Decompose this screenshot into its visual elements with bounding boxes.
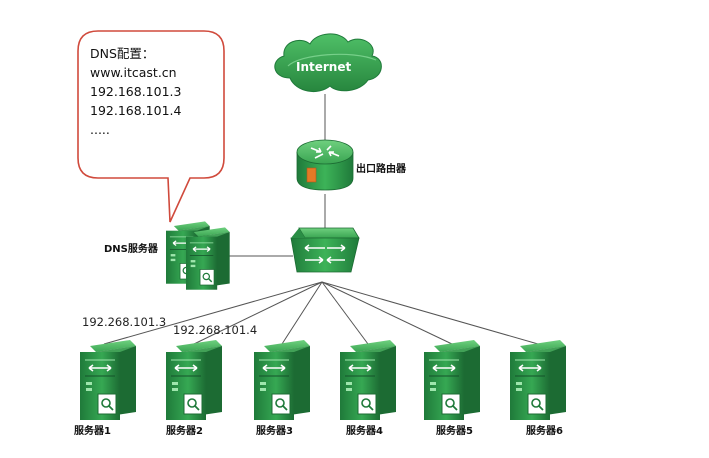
callout-line: 192.168.101.4 xyxy=(90,103,182,118)
callout-line: DNS配置： xyxy=(90,46,155,61)
server2-ip-label: 192.268.101.4 xyxy=(173,323,258,337)
server-label: 服务器2 xyxy=(166,426,203,437)
switch-icon xyxy=(290,227,360,273)
internet-label: Internet xyxy=(296,60,351,74)
link-switch-server4 xyxy=(321,281,369,345)
dns-server-label: DNS服务器 xyxy=(104,244,158,255)
router-label: 出口路由器 xyxy=(356,164,406,175)
network-links xyxy=(103,94,539,345)
link-switch-server3 xyxy=(281,281,323,345)
callout-line: ..... xyxy=(90,122,110,137)
server-icon xyxy=(509,339,567,421)
dns-config-callout xyxy=(77,30,225,223)
server-label: 服务器4 xyxy=(346,426,383,437)
link-switch-server2 xyxy=(193,281,323,345)
server-label: 服务器5 xyxy=(436,426,473,437)
router-icon xyxy=(296,139,354,191)
dns-server-icon xyxy=(165,220,231,291)
link-switch-server6 xyxy=(321,281,539,345)
server-icon xyxy=(165,339,223,421)
server1-ip-label: 192.268.101.3 xyxy=(82,315,167,329)
link-switch-server1 xyxy=(103,281,323,345)
server-icon xyxy=(339,339,397,421)
server-label: 服务器1 xyxy=(74,426,111,437)
callout-line: www.itcast.cn xyxy=(90,65,177,80)
server-label: 服务器3 xyxy=(256,426,293,437)
server-label: 服务器6 xyxy=(526,426,563,437)
callout-line: 192.168.101.3 xyxy=(90,84,182,99)
server-icon xyxy=(423,339,481,421)
link-switch-server5 xyxy=(321,281,453,345)
dns-config-text: DNS配置： www.itcast.cn 192.168.101.3 192.1… xyxy=(90,44,218,139)
server-icon xyxy=(253,339,311,421)
internet-cloud-icon xyxy=(274,33,382,93)
server-icon xyxy=(79,339,137,421)
